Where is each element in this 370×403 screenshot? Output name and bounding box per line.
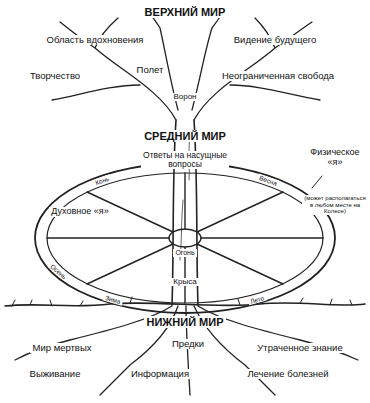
hub-label: Огонь [173, 249, 196, 257]
note-text: (может располагаться в любом месте на Ко… [302, 195, 368, 215]
world-heading: ВЕРХНИЙ МИР [143, 6, 228, 18]
root-label: Лечение болезней [245, 369, 330, 379]
root-label: Мир мертвых [30, 343, 93, 353]
tree-label: Полет [135, 65, 166, 75]
root-label: Утраченное знание [255, 343, 344, 353]
animal-label: Крыса [171, 278, 198, 287]
wheel-label: Духовное «я» [49, 207, 110, 217]
animal-label: Ворон [171, 93, 198, 102]
root-label: Выживание [28, 369, 83, 379]
tree-label: Видение будущего [232, 35, 318, 45]
world-heading: НИЖНИЙ МИР [144, 316, 225, 328]
wheel-label: Физическое «я» [302, 148, 368, 168]
tree-label: Область вдохновения [45, 35, 146, 45]
root-label: Информация [129, 369, 191, 379]
world-heading: СРЕДНИЙ МИР [142, 130, 228, 142]
root-label: Предки [170, 339, 206, 349]
tree-label: Творчество [28, 71, 82, 81]
tree-label: Неограниченная свобода [220, 71, 336, 81]
wheel-label: Ответы на насущные вопросы [141, 151, 229, 170]
